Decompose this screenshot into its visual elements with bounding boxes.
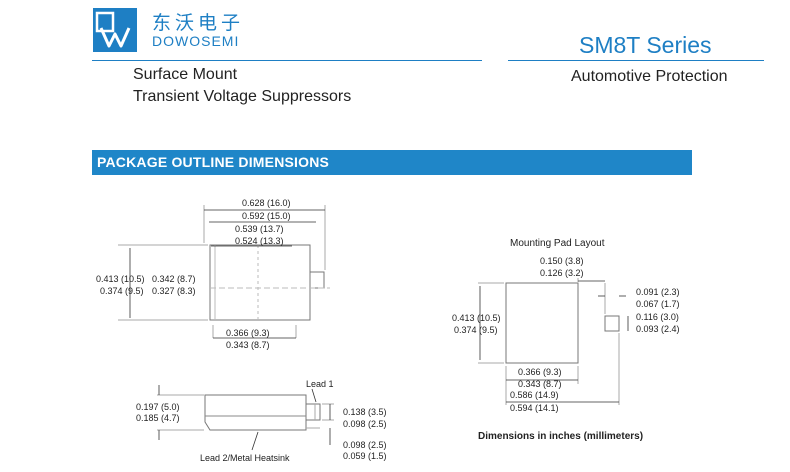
lead-height-max: 0.138 (3.5) <box>343 407 387 417</box>
header-divider-left <box>92 60 482 61</box>
section-banner <box>92 150 692 175</box>
top-view-body <box>209 244 311 321</box>
pad-height-min: 0.374 (9.5) <box>454 325 498 335</box>
application-label: Automotive Protection <box>571 68 728 85</box>
subtitle-line-1: Surface Mount <box>133 66 238 83</box>
top-view-tab <box>309 271 325 289</box>
pad-width-max: 0.366 (9.3) <box>226 328 270 338</box>
lead-1-label: Lead 1 <box>306 379 334 389</box>
pad-height-max: 0.413 (10.5) <box>452 313 501 323</box>
body-width-max: 0.539 (13.7) <box>235 224 284 234</box>
overall-pad-span-max: 0.586 (14.9) <box>510 390 559 400</box>
side-height-min: 0.185 (4.7) <box>136 413 180 423</box>
body-width-min: 0.524 (13.3) <box>235 236 284 246</box>
pad-gap-min: 0.126 (3.2) <box>540 268 584 278</box>
header-divider-right <box>508 60 764 61</box>
lead-2-label: Lead 2/Metal Heatsink <box>200 453 290 463</box>
small-pad-height-min: 0.093 (2.4) <box>636 324 680 334</box>
side-height-max: 0.197 (5.0) <box>136 402 180 412</box>
mount-pad-width-min: 0.343 (8.7) <box>518 379 562 389</box>
mounting-pad-title: Mounting Pad Layout <box>510 238 605 249</box>
overall-height-max: 0.413 (10.5) <box>96 274 145 284</box>
pad-width-min: 0.343 (8.7) <box>226 340 270 350</box>
side-view-body <box>204 394 307 431</box>
lead-height-min: 0.098 (2.5) <box>343 419 387 429</box>
brand-name-chinese: 东沃电子 <box>152 12 245 34</box>
body-height-max: 0.342 (8.7) <box>152 274 196 284</box>
section-title: PACKAGE OUTLINE DIMENSIONS <box>97 154 330 170</box>
units-footnote: Dimensions in inches (millimeters) <box>478 431 644 442</box>
mount-pad-width-max: 0.366 (9.3) <box>518 367 562 377</box>
small-pad-height-max: 0.116 (3.0) <box>636 312 679 322</box>
body-height-min: 0.327 (8.3) <box>152 286 196 296</box>
company-logo <box>93 8 137 52</box>
overall-width-min: 0.592 (15.0) <box>242 211 291 221</box>
overall-height-min: 0.374 (9.5) <box>100 286 144 296</box>
large-mounting-pad <box>505 282 579 364</box>
overall-pad-span-min: 0.594 (14.1) <box>510 403 559 413</box>
series-title: SM8T Series <box>579 32 712 58</box>
small-pad-width-max: 0.091 (2.3) <box>636 287 680 297</box>
pad-gap-max: 0.150 (3.8) <box>540 256 584 266</box>
subtitle-line-2: Transient Voltage Suppressors <box>133 88 352 105</box>
lead-thickness-max: 0.098 (2.5) <box>343 440 387 450</box>
overall-width-max: 0.628 (16.0) <box>242 198 291 208</box>
brand-name-english: DOWOSEMI <box>152 33 240 49</box>
small-mounting-pad <box>604 315 620 332</box>
small-pad-width-min: 0.067 (1.7) <box>636 299 680 309</box>
side-view-lead <box>306 403 321 421</box>
lead-thickness-min: 0.059 (1.5) <box>343 451 387 461</box>
